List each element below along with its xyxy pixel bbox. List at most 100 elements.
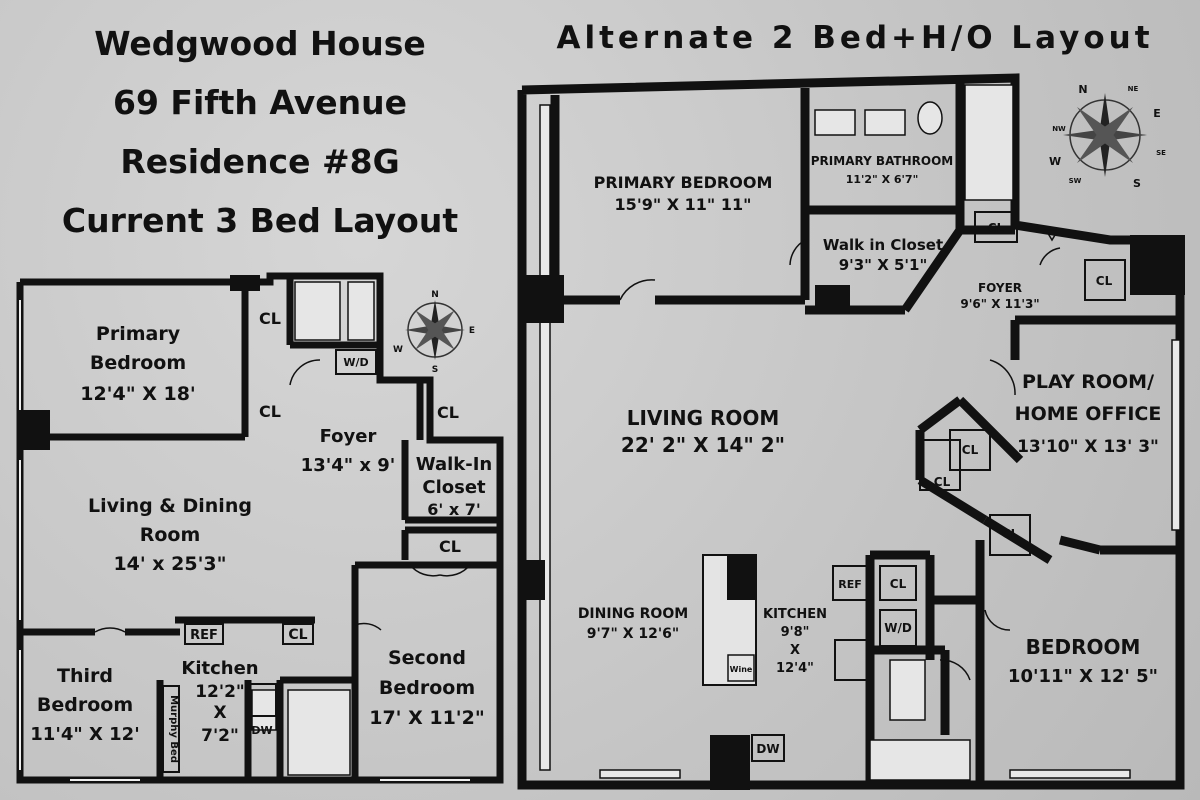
primary-bedroom-label: PRIMARY BEDROOM — [594, 173, 773, 192]
closet-label: CL — [288, 627, 307, 643]
walk-in-closet-label: Walk in Closet — [823, 236, 943, 254]
living-dining-label-2: Room — [140, 524, 201, 546]
living-room-label: LIVING ROOM — [627, 406, 780, 430]
right-bathroom-fixtures — [814, 84, 1014, 781]
closet-label: CL — [1096, 274, 1113, 288]
living-dining-dims: 14' x 25'3" — [113, 553, 226, 575]
play-room-dims: 13'10" X 13' 3" — [1017, 437, 1159, 457]
kitchen-dims-x: X — [213, 703, 226, 723]
walk-in-closet-dims: 9'3" X 5'1" — [839, 256, 928, 274]
play-room-label: PLAY ROOM/ — [1022, 371, 1154, 393]
closet-label: CL — [259, 402, 281, 421]
primary-bedroom-dims: 15'9" X 11" 11" — [615, 195, 752, 214]
primary-bathroom-label: PRIMARY BATHROOM — [811, 154, 954, 168]
alternate-layout-title: Alternate 2 Bed+H/O Layout — [556, 20, 1154, 56]
compass-nw: NW — [1052, 125, 1066, 133]
closet-label: CL — [437, 403, 459, 422]
second-bedroom-label-2: Bedroom — [379, 677, 475, 699]
living-room-dims: 22' 2" X 14" 2" — [621, 433, 785, 457]
wine-label: Wine — [730, 665, 753, 674]
closet-label: CL — [1002, 527, 1019, 541]
bedroom-dims: 10'11" X 12' 5" — [1008, 666, 1158, 687]
structural-column — [230, 275, 260, 291]
wine-fridge — [727, 654, 755, 682]
closet-label: CL — [934, 475, 951, 489]
primary-bedroom-label: Primary — [96, 323, 181, 345]
right-plan-windows — [539, 104, 1181, 779]
right-plan-walls — [517, 73, 1185, 790]
third-bedroom-label: Third — [57, 665, 113, 687]
foyer-dims: 13'4" x 9' — [301, 455, 396, 476]
structural-column — [520, 275, 564, 323]
compass-west: W — [1049, 155, 1061, 168]
third-bedroom-label-2: Bedroom — [37, 694, 133, 716]
closet-label: CL — [962, 443, 979, 457]
left-floor-plan — [16, 272, 504, 784]
closet-label: CL — [988, 221, 1005, 235]
left-kitchen-appliances — [162, 349, 377, 773]
murphy-bed-label: Murphy Bed — [168, 695, 179, 763]
right-plan-doors — [619, 239, 1061, 681]
compass-north: N — [431, 290, 439, 300]
walk-in-closet-dims: 6' x 7' — [427, 500, 481, 519]
closet-label: CL — [439, 537, 461, 556]
dining-room-dims: 9'7" X 12'6" — [587, 626, 679, 642]
dishwasher-label: DW — [756, 742, 779, 756]
primary-bedroom-label-2: Bedroom — [90, 352, 186, 374]
compass-ne: NE — [1128, 85, 1139, 93]
left-title: Wedgwood House 69 Fifth Avenue Residence… — [0, 14, 520, 250]
foyer-label: Foyer — [320, 426, 377, 447]
island-sink — [727, 555, 755, 600]
left-plan-doors — [94, 359, 471, 633]
third-bedroom-dims: 11'4" X 12' — [30, 724, 139, 745]
dishwasher-label: DW — [251, 724, 272, 737]
compass-south: S — [1133, 177, 1141, 190]
home-office-label: HOME OFFICE — [1015, 403, 1162, 425]
compass-west: W — [393, 345, 403, 355]
structural-column — [18, 410, 50, 450]
primary-bedroom-dims: 12'4" X 18' — [80, 383, 196, 405]
foyer-label: FOYER — [978, 281, 1022, 295]
second-bedroom-dims: 17' X 11'2" — [369, 707, 485, 729]
kitchen-dims: 12'2" — [195, 682, 245, 702]
compass-rose-icon: N S E W — [393, 290, 475, 375]
dining-room-label: DINING ROOM — [578, 606, 688, 622]
compass-north: N — [1078, 83, 1087, 96]
left-plan-windows — [19, 300, 470, 781]
refrigerator-label: REF — [190, 628, 218, 643]
closet-label: CL — [259, 309, 281, 328]
left-bathroom-fixtures — [251, 281, 375, 776]
kitchen-dims-x: X — [790, 643, 800, 658]
structural-column — [815, 285, 850, 307]
foyer-dims: 9'6" X 11'3" — [960, 297, 1039, 311]
kitchen-label: Kitchen — [181, 658, 258, 679]
bedroom-label: BEDROOM — [1026, 635, 1141, 659]
right-floor-plan — [517, 73, 1185, 790]
walk-in-closet-label: Walk-In — [416, 454, 492, 475]
compass-sw: SW — [1069, 177, 1082, 185]
compass-south: S — [432, 365, 438, 375]
kitchen-dims-2: 7'2" — [201, 726, 239, 746]
compass-east: E — [469, 326, 475, 336]
left-plan-labels: Primary Bedroom 12'4" X 18' CL CL W/D CL… — [30, 309, 492, 763]
building-address: 69 Fifth Avenue — [112, 83, 407, 122]
right-plan-labels: PRIMARY BEDROOM 15'9" X 11" 11" PRIMARY … — [578, 154, 1162, 756]
building-name: Wedgwood House — [94, 24, 426, 63]
structural-column — [1130, 235, 1185, 295]
current-layout-label: Current 3 Bed Layout — [61, 201, 459, 240]
left-plan-walls — [16, 272, 504, 784]
living-dining-label: Living & Dining — [88, 495, 252, 517]
primary-bathroom-dims: 11'2" X 6'7" — [846, 173, 919, 186]
walk-in-closet-label-2: Closet — [422, 477, 486, 498]
kitchen-dims: 9'8" — [781, 625, 810, 640]
refrigerator-label: REF — [838, 578, 862, 591]
right-kitchen-appliances — [751, 211, 1126, 762]
entry-arrow-icon — [1044, 229, 1060, 242]
structural-column — [710, 735, 750, 790]
compass-se: SE — [1156, 149, 1166, 157]
residence-number: Residence #8G — [120, 142, 400, 181]
closet-label: CL — [890, 577, 907, 591]
washer-dryer-label: W/D — [884, 621, 912, 635]
second-bedroom-label: Second — [388, 647, 466, 669]
